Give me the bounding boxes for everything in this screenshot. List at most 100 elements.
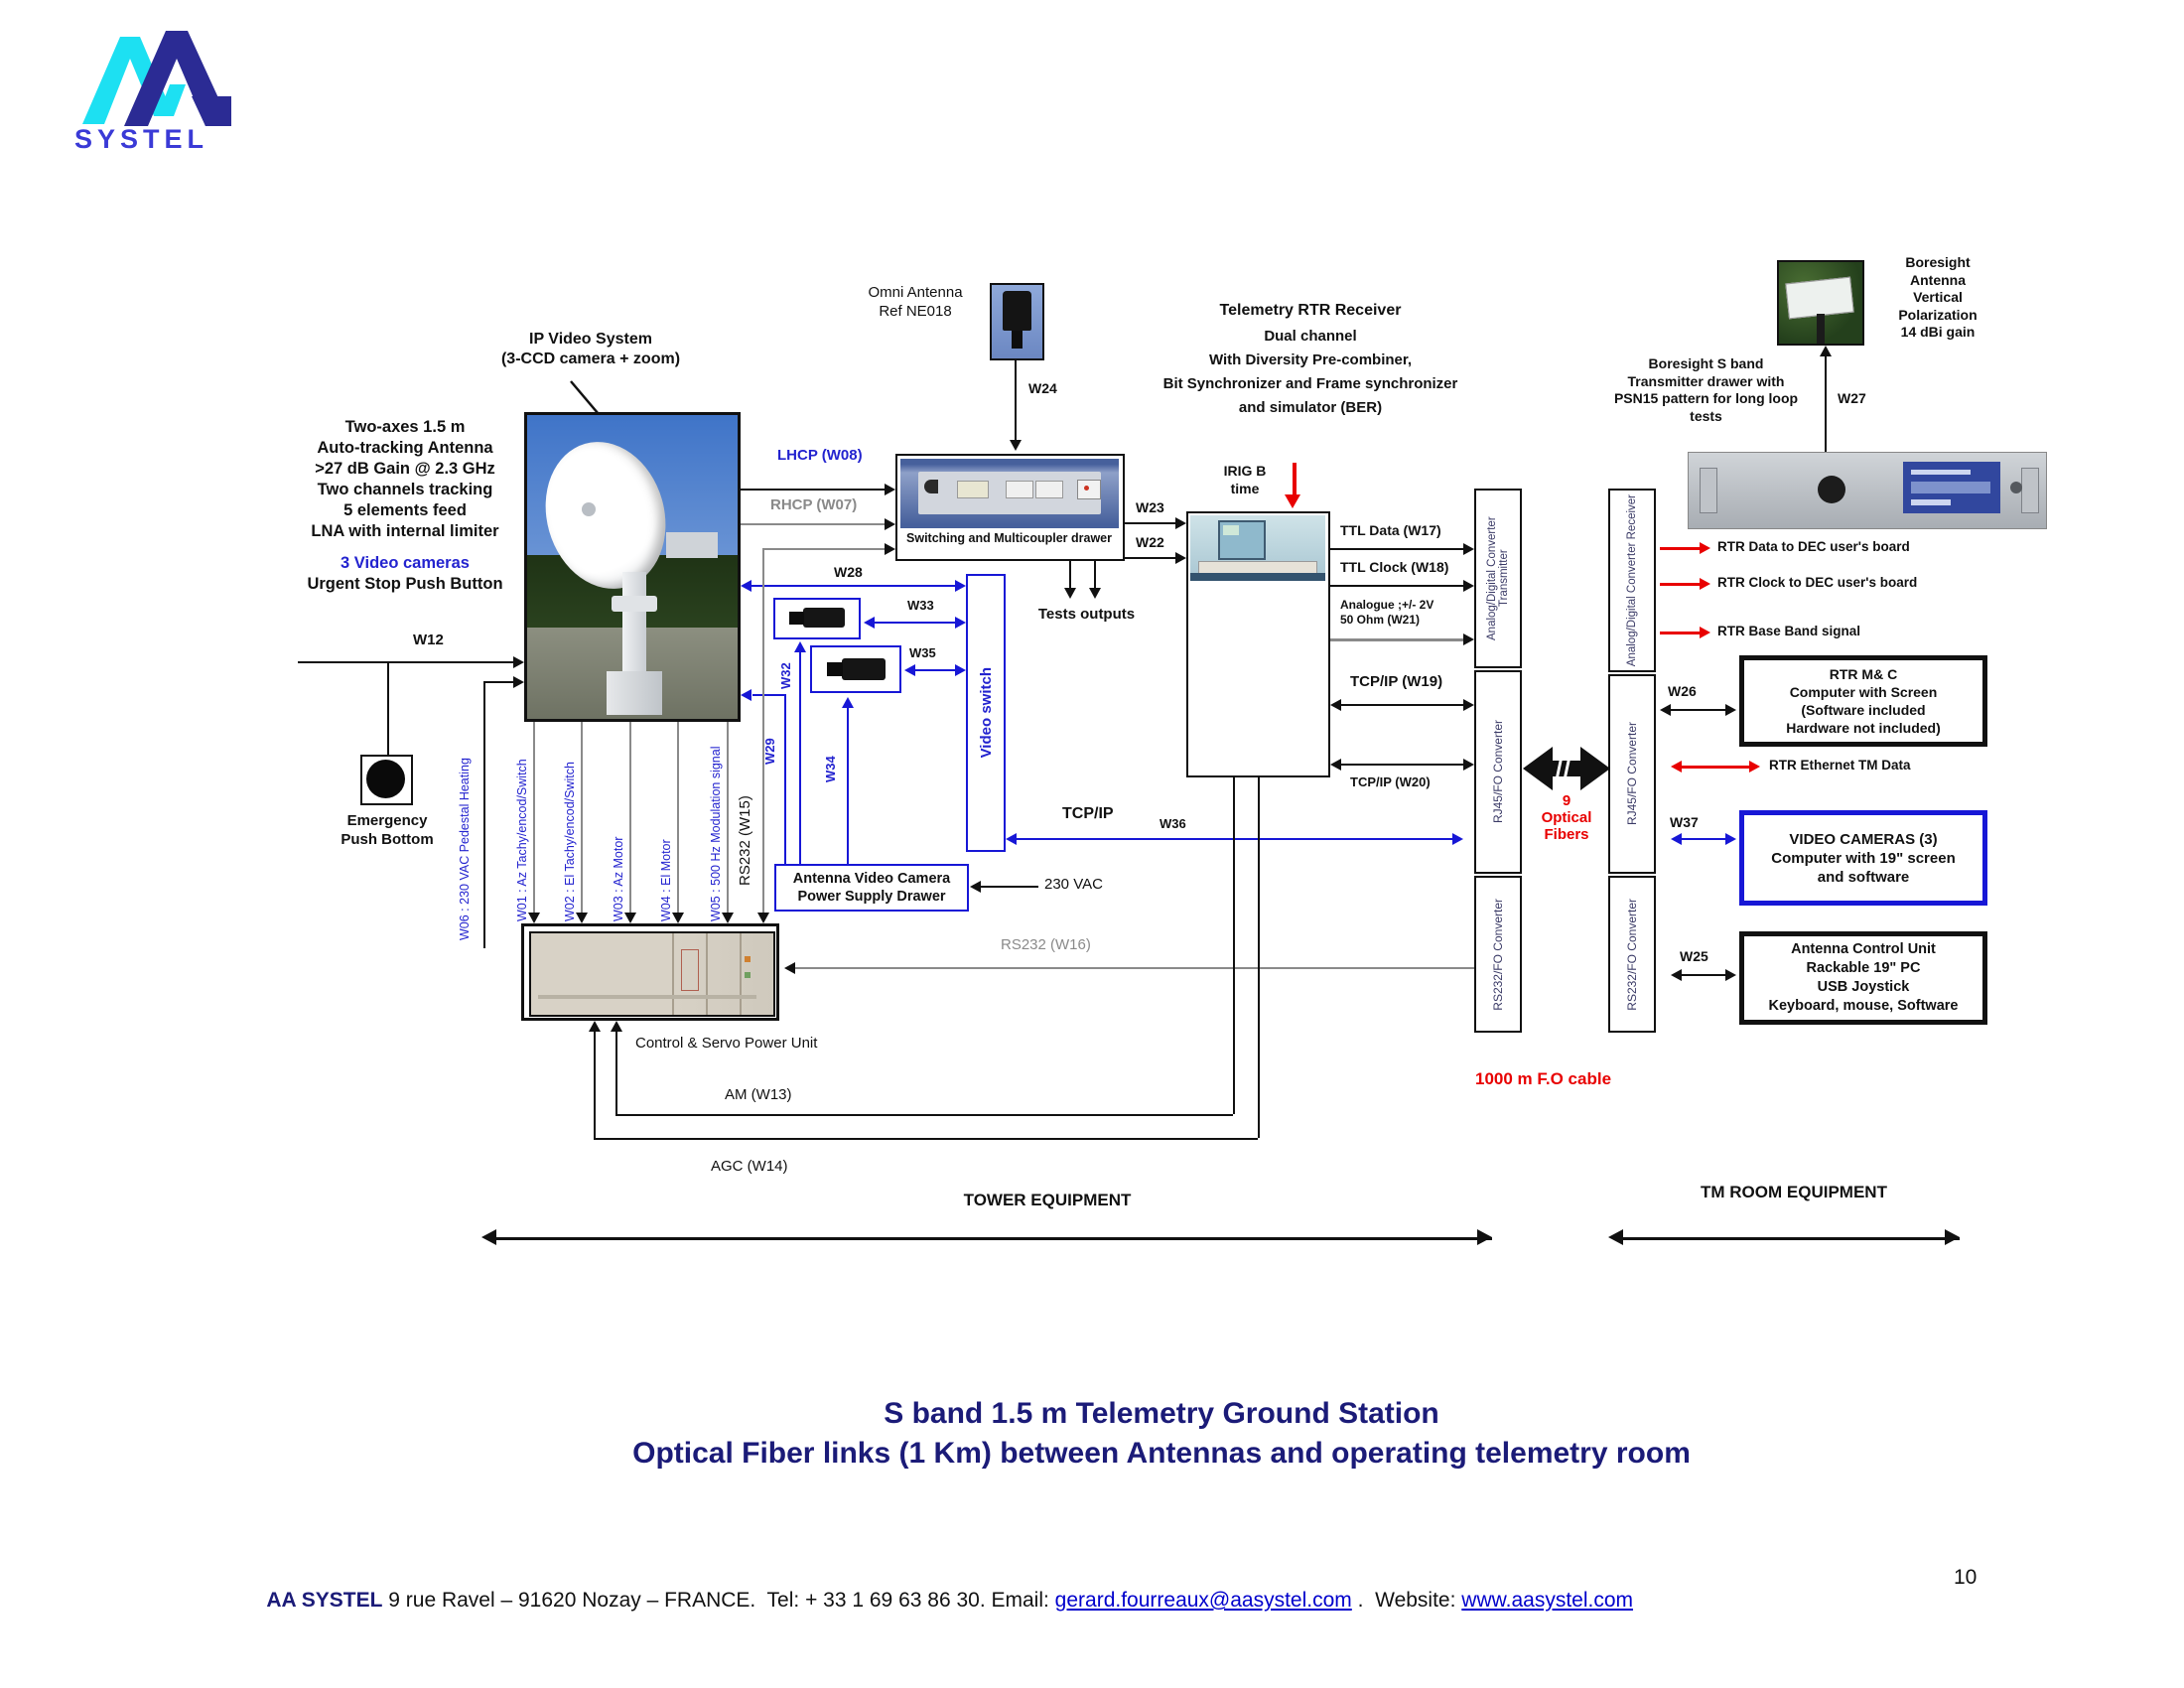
rtr-mc-text: RTR M& C Computer with Screen (Software … <box>1786 666 1941 736</box>
logo-a-icon <box>82 31 231 126</box>
div <box>1190 573 1325 581</box>
tcpip20-label: TCP/IP (W20) <box>1350 774 1431 789</box>
connector-line <box>483 681 513 683</box>
vac230-label: 230 VAC <box>1044 876 1103 893</box>
tower-equipment-label: TOWER EQUIPMENT <box>963 1191 1132 1209</box>
ttl-data-label: TTL Data (W17) <box>1340 522 1441 538</box>
camera-icon <box>803 608 845 628</box>
rj45-converter-tm-label: RJ45/FO Converter <box>1625 722 1639 826</box>
switching-drawer-caption: Switching and Multicoupler drawer <box>906 531 1112 545</box>
connector-line <box>615 1032 617 1114</box>
am-label: AM (W13) <box>725 1086 792 1103</box>
switching-drawer-box: Switching and Multicoupler drawer <box>895 454 1125 561</box>
arrowhead-icon <box>1463 759 1474 771</box>
connector-line <box>1330 548 1463 550</box>
fibers-label: 9 Optical Fibers <box>1541 792 1592 843</box>
connector-line <box>1341 704 1463 706</box>
video-cameras-label: 3 Video cameras <box>341 554 470 572</box>
rs232-converter-tower-box: RS232/FO Converter <box>1474 876 1522 1033</box>
boresight-rack-photo <box>1688 452 2047 529</box>
video-cameras-text: VIDEO CAMERAS (3) Computer with 19" scre… <box>1771 830 1956 886</box>
connector-line <box>677 722 679 913</box>
ip-video-label: IP Video System (3-CCD camera + zoom) <box>500 331 681 367</box>
arrowhead-icon <box>1330 759 1341 771</box>
video-switch-box: Video switch <box>966 574 1006 852</box>
w33-label: W33 <box>907 598 934 613</box>
div <box>671 933 674 1015</box>
adc-transmitter-box: Analog/Digital Converter Transmitter <box>1474 489 1522 668</box>
w01-cable-label: W01 : Az Tachy/encod/Switch <box>515 759 529 921</box>
w24-label: W24 <box>1028 380 1057 396</box>
pedestal-base <box>607 671 662 715</box>
div <box>744 972 751 979</box>
footer-site-link[interactable]: www.aasystel.com <box>1461 1589 1634 1612</box>
acu-box: Antenna Control Unit Rackable 19" PC USB… <box>1739 931 1987 1025</box>
camera1-box <box>773 598 861 639</box>
connector-line <box>483 681 485 948</box>
arrowhead-icon <box>1330 699 1341 711</box>
connector-line <box>387 661 389 755</box>
w04-cable-label: W04 : El Motor <box>659 839 673 921</box>
w34-label: W34 <box>823 756 838 782</box>
div <box>1218 520 1266 560</box>
boresight-antenna-photo <box>1777 260 1864 346</box>
arrowhead-icon <box>1175 552 1186 564</box>
connector-line <box>784 694 786 864</box>
div <box>2020 468 2039 514</box>
arrowhead-icon <box>904 664 915 676</box>
connector-line <box>594 1138 1258 1140</box>
w25-label: W25 <box>1680 948 1708 964</box>
arrowhead-icon <box>624 913 636 923</box>
emergency-button-box[interactable] <box>360 755 413 805</box>
arrowhead-icon <box>513 656 524 668</box>
footer-address: 9 rue Ravel – 91620 Nozay – FRANCE. Tel:… <box>382 1589 1055 1612</box>
connector-line <box>1660 547 1700 550</box>
arrowhead-icon <box>722 913 734 923</box>
tcpip19-label: TCP/IP (W19) <box>1350 673 1443 690</box>
adc-receiver-box: Analog/Digital Converter Receiver <box>1608 489 1656 672</box>
connector-line <box>1015 360 1017 440</box>
arrowhead-icon <box>1285 494 1300 508</box>
footer-email-link[interactable]: gerard.fourreaux@aasystel.com <box>1054 1589 1352 1612</box>
boresight-tx-label: Boresight S band Transmitter drawer with… <box>1613 355 1799 424</box>
w27-label: W27 <box>1838 390 1866 406</box>
div <box>681 949 700 992</box>
antenna-photo <box>524 412 741 722</box>
connector-line <box>1682 838 1725 840</box>
w35-label: W35 <box>909 645 936 660</box>
connector-line <box>1341 764 1463 766</box>
arrowhead-icon <box>885 543 895 555</box>
arrowhead-icon <box>1749 761 1760 773</box>
adc-transmitter-label: Analog/Digital Converter Transmitter <box>1486 516 1510 640</box>
rect <box>1563 760 1570 777</box>
arrowhead-icon <box>757 913 769 923</box>
connector-line <box>799 652 801 864</box>
connector-line <box>493 1237 1492 1240</box>
emergency-label: Emergency Push Bottom <box>341 812 434 848</box>
connector-line <box>298 661 513 663</box>
arrowhead-icon <box>1700 542 1710 554</box>
connector-line <box>1258 777 1260 1138</box>
connector-line <box>752 694 784 696</box>
connector-line <box>1125 522 1175 524</box>
rtr-mc-box: RTR M& C Computer with Screen (Software … <box>1739 655 1987 747</box>
w06-cable-label: W06 : 230 VAC Pedestal Heating <box>458 758 472 940</box>
div <box>957 481 990 499</box>
rtr-receiver-photo <box>1190 515 1325 581</box>
connector-line <box>795 967 1474 969</box>
rs232-converter-tm-box: RS232/FO Converter <box>1608 876 1656 1033</box>
footer: AA SYSTEL 9 rue Ravel – 91620 Nozay – FR… <box>243 1565 1633 1636</box>
arrowhead-icon <box>794 641 806 652</box>
w22-label: W22 <box>1136 534 1164 550</box>
rtr-eth-label: RTR Ethernet TM Data <box>1769 758 1911 773</box>
connector-line <box>727 722 729 913</box>
connector-line <box>1330 585 1463 587</box>
arrowhead-icon <box>1671 969 1682 981</box>
rtr-data-label: RTR Data to DEC user's board <box>1717 539 1910 554</box>
connector-line <box>1682 974 1725 976</box>
arrowhead-icon <box>1477 1229 1492 1245</box>
div <box>744 955 751 962</box>
connector-line <box>741 523 885 525</box>
arrowhead-icon <box>1725 833 1736 845</box>
video-switch-label: Video switch <box>977 667 995 759</box>
